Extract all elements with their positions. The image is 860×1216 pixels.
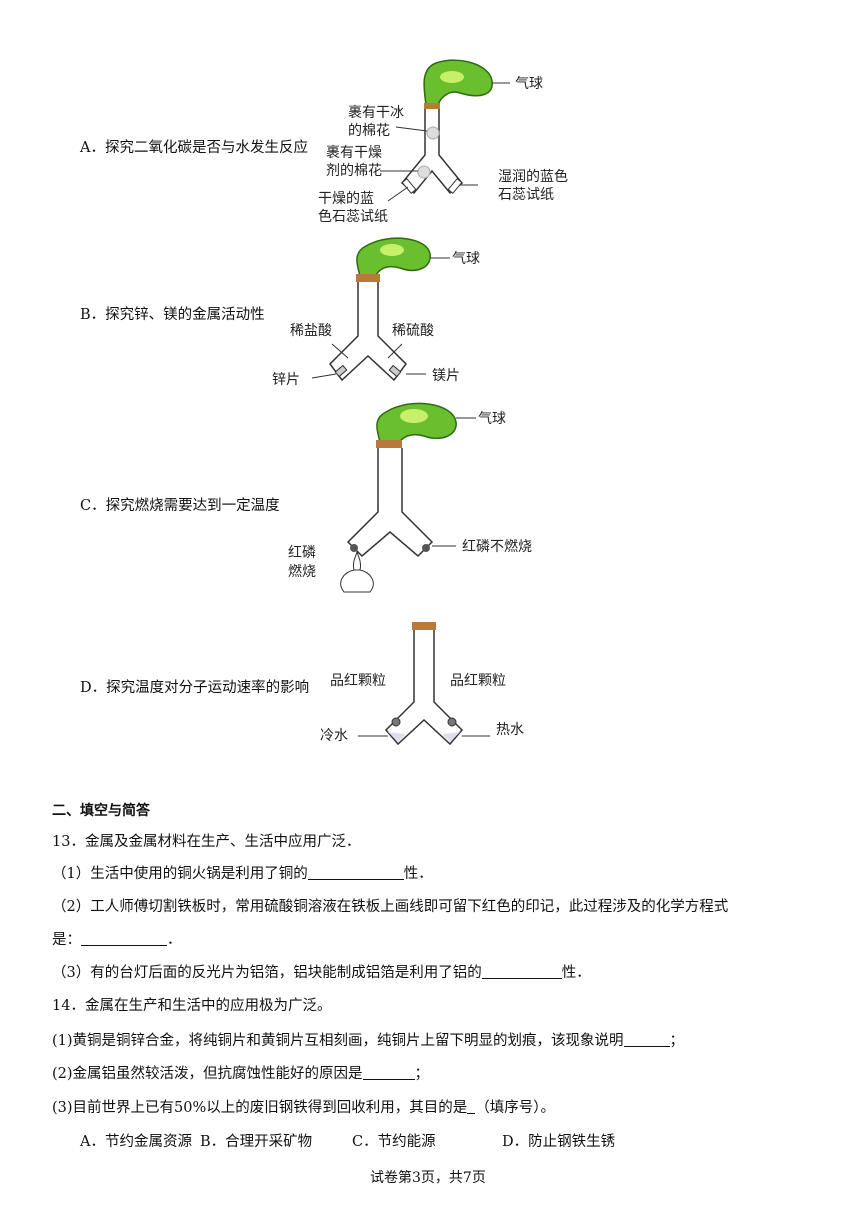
label-dry-ice-1: 裹有干冰: [348, 105, 404, 121]
option-a: A．探究二氧化碳是否与水发生反应: [80, 140, 308, 156]
label-hot-water: 热水: [496, 722, 524, 738]
stopper: [424, 103, 440, 109]
y-tube-apparatus-c: [340, 402, 476, 593]
cotton-desiccant: [417, 165, 431, 179]
flame-icon: [352, 551, 362, 571]
q14-p3-end: （填序号）。: [475, 1100, 556, 1116]
q13-p3-blank[interactable]: [481, 964, 562, 979]
q14-p1-text: (1)黄铜是铜锌合金，将纯铜片和黄铜片互相刻画，纯铜片上留下明显的划痕，该现象说…: [52, 1033, 624, 1049]
label-right-particle: 品红颗粒: [450, 673, 506, 689]
q14-p2-end: ；: [414, 1066, 430, 1082]
stopper: [356, 274, 380, 282]
stopper: [412, 622, 436, 630]
cotton-dry-ice: [426, 126, 440, 140]
q14-p1-end: ；: [669, 1033, 685, 1049]
page-footer: 试卷第3页，共7页: [370, 1170, 486, 1186]
q14-part-2: (2)金属铝虽然较活泼，但抗腐蚀性能好的原因是 ；: [52, 1062, 429, 1083]
wet-litmus-paper: [447, 178, 463, 194]
option-d: D．探究温度对分子运动速率的影响: [80, 680, 310, 696]
label-cold-water: 冷水: [320, 728, 348, 744]
hot-water: [442, 732, 460, 742]
cold-water: [388, 732, 406, 742]
label-no-burn: 红磷不燃烧: [462, 539, 532, 555]
label-dry-litmus-2: 色石蕊试纸: [318, 209, 388, 225]
balloon-icon: [356, 237, 431, 277]
leader-line: [387, 343, 403, 359]
label-dry-litmus-1: 干燥的蓝: [318, 191, 374, 207]
leader-line: [311, 373, 337, 379]
q14-p1-blank[interactable]: [623, 1032, 670, 1047]
q13-p2-prefix: 是：: [52, 932, 81, 948]
leader-line: [331, 343, 349, 359]
q13-p1-end: 性．: [403, 866, 433, 882]
particle-left: [391, 717, 401, 727]
q14-p2-text: (2)金属铝虽然较活泼，但抗腐蚀性能好的原因是: [52, 1066, 363, 1082]
q14-p3-blank[interactable]: [467, 1099, 476, 1114]
q13-part-2-line2: 是： ．: [52, 928, 182, 949]
y-tube-apparatus-a: [380, 59, 510, 202]
red-phosphorus-left: [350, 544, 358, 552]
q13-part-2-line1: （2）工人师傅切割铁板时，常用硫酸铜溶液在铁板上画线即可留下红色的印记，此过程涉…: [52, 899, 729, 915]
label-zinc: 锌片: [272, 372, 300, 388]
q13-part-3: （3）有的台灯后面的反光片为铝箔，铝块能制成铝箔是利用了铝的 性．: [52, 961, 591, 982]
particle-right: [447, 717, 457, 727]
label-desiccant-1: 裹有干燥: [326, 145, 382, 161]
y-tube-apparatus-b: [311, 237, 450, 382]
option-b: B．探究锌、镁的金属活动性: [80, 307, 265, 323]
label-hcl: 稀盐酸: [290, 323, 332, 339]
balloon-icon: [423, 59, 493, 106]
figure-c: [330, 396, 490, 620]
q14-stem: 14．金属在生产和生活中的应用极为广泛。: [52, 998, 332, 1014]
q14-p3-text: (3)目前世界上已有50%以上的废旧钢铁得到回收利用，其目的是: [52, 1100, 468, 1116]
balloon-highlight: [400, 409, 428, 423]
q14-choice-c[interactable]: C．节约能源: [352, 1134, 436, 1150]
y-tube: [346, 448, 434, 558]
q13-stem: 13．金属及金属材料在生产、生活中应用广泛．: [52, 834, 361, 850]
label-balloon: 气球: [515, 76, 543, 92]
q13-p2-blank[interactable]: [81, 931, 167, 946]
q13-p2-end: ．: [167, 932, 182, 948]
magnesium-strip: [388, 364, 402, 378]
q14-choice-d[interactable]: D．防止钢铁生锈: [502, 1134, 616, 1150]
label-left-particle: 品红颗粒: [330, 673, 386, 689]
q13-part-1: （1）生活中使用的铜火锅是利用了铜的 性．: [52, 862, 433, 883]
figure-d: [350, 620, 490, 754]
balloon-highlight: [380, 244, 404, 256]
label-wet-litmus-1: 湿润的蓝色: [498, 169, 568, 185]
label-burn-2: 燃烧: [288, 564, 316, 580]
y-tube-apparatus-d: [358, 622, 490, 746]
q13-p3-text: （3）有的台灯后面的反光片为铝箔，铝块能制成铝箔是利用了铝的: [52, 965, 482, 981]
alcohol-lamp-icon: [340, 569, 374, 593]
label-wet-litmus-2: 石蕊试纸: [498, 187, 554, 203]
label-desiccant-2: 剂的棉花: [326, 163, 382, 179]
q13-p1-blank[interactable]: [307, 865, 404, 880]
q14-p2-blank[interactable]: [362, 1065, 415, 1080]
figure-b: [310, 232, 470, 396]
leader-line: [387, 186, 409, 202]
y-tube: [329, 282, 407, 382]
label-burn-1: 红磷: [288, 545, 316, 561]
q13-p3-end: 性．: [561, 965, 591, 981]
q14-part-3: (3)目前世界上已有50%以上的废旧钢铁得到回收利用，其目的是 （填序号）。: [52, 1096, 555, 1117]
figure-a: [340, 55, 510, 219]
q14-choice-a[interactable]: A．节约金属资源: [80, 1134, 192, 1150]
zinc-strip: [334, 364, 348, 378]
section-title: 二、填空与简答: [52, 803, 150, 819]
option-c: C．探究燃烧需要达到一定温度: [80, 498, 280, 514]
balloon-highlight: [440, 71, 464, 83]
leader-line: [395, 126, 428, 132]
stopper: [376, 440, 402, 448]
label-dry-ice-2: 的棉花: [348, 123, 390, 139]
q13-p1-text: （1）生活中使用的铜火锅是利用了铜的: [52, 866, 308, 882]
label-magnesium: 镁片: [432, 368, 460, 384]
y-tube: [400, 109, 464, 195]
label-balloon: 气球: [452, 251, 480, 267]
y-tube: [384, 630, 464, 746]
q14-part-1: (1)黄铜是铜锌合金，将纯铜片和黄铜片互相刻画，纯铜片上留下明显的划痕，该现象说…: [52, 1029, 684, 1050]
label-balloon: 气球: [478, 411, 506, 427]
red-phosphorus-right: [422, 544, 430, 552]
label-h2so4: 稀硫酸: [392, 323, 434, 339]
q14-choice-b[interactable]: B．合理开采矿物: [200, 1134, 313, 1150]
